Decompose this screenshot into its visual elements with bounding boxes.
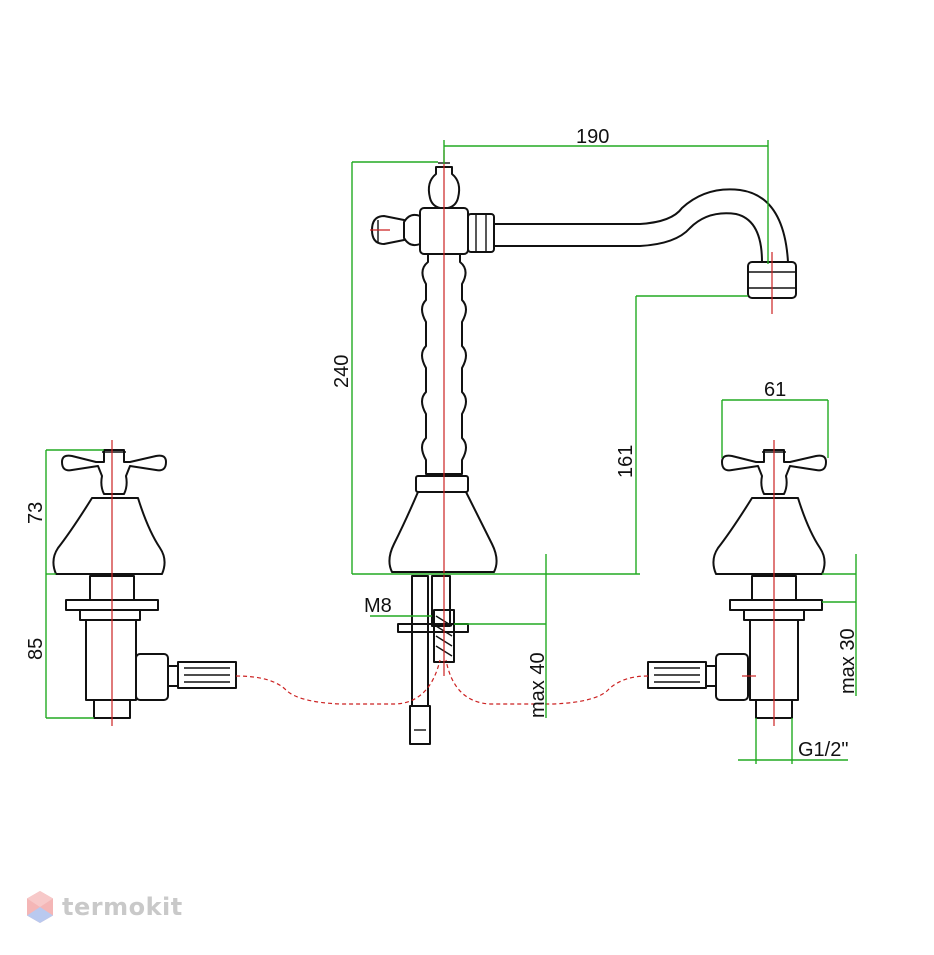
max-deck-valve-label: max 30 xyxy=(837,628,859,694)
left-valve-assembly xyxy=(52,440,237,726)
max-deck-spout-label: max 40 xyxy=(527,652,549,718)
left-hose-braid xyxy=(184,667,230,683)
spout-assembly xyxy=(370,150,797,745)
spout-outlet-height-label: 161 xyxy=(615,445,637,478)
right-hose-line xyxy=(445,659,649,705)
left-hose-line xyxy=(235,659,441,705)
handle-height-label: 73 xyxy=(25,502,47,524)
watermark-brand-text: termokit xyxy=(62,893,183,921)
connection-size-label: G1/2" xyxy=(798,739,848,761)
thread-size-label: M8 xyxy=(364,595,392,617)
spout-height-label: 240 xyxy=(331,355,353,388)
dimension-lines xyxy=(45,140,857,764)
watermark-logo: termokit xyxy=(26,890,183,924)
right-valve-assembly xyxy=(647,440,827,726)
hexagon-logo-icon xyxy=(27,891,53,923)
spout-reach-label: 190 xyxy=(576,126,609,148)
handle-width-label: 61 xyxy=(764,379,786,401)
valve-height-label: 85 xyxy=(25,638,47,660)
right-hose-braid xyxy=(654,667,700,683)
